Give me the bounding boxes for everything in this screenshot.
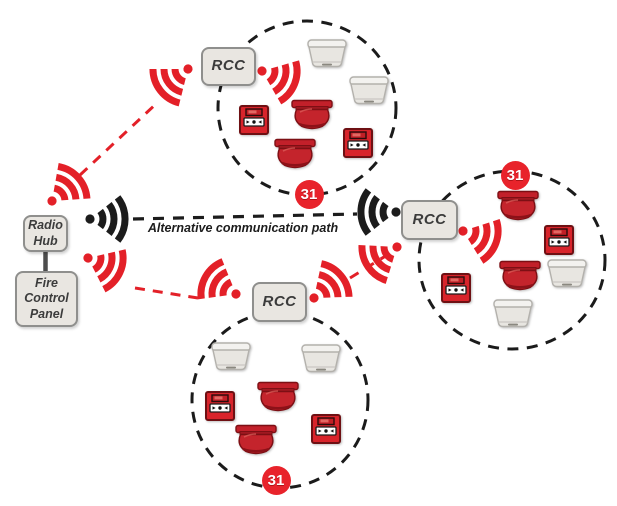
call-point-icon: [311, 414, 341, 444]
wifi-signal-icon: [75, 236, 129, 292]
radio-hub-node: Radio Hub: [23, 215, 68, 252]
rcc-node-top: RCC: [201, 47, 256, 86]
call-point-icon: [544, 225, 574, 255]
zone-badge: 31: [500, 160, 530, 190]
call-point-icon: [343, 128, 373, 158]
wifi-signal-icon: [195, 258, 251, 315]
alternative-path-label: Alternative communication path: [147, 221, 339, 235]
sounder-icon: [498, 260, 542, 291]
rcc-node-bottom: RCC: [252, 282, 307, 322]
wifi-signal-icon: [250, 49, 303, 104]
smoke-detector-icon: [493, 299, 533, 328]
zone-badge: 31: [294, 179, 324, 209]
sounder-icon: [256, 381, 300, 412]
smoke-detector-icon: [349, 76, 389, 105]
sounder-icon: [273, 138, 317, 169]
sounder-icon: [290, 99, 334, 130]
wifi-signals: [34, 49, 503, 317]
call-point-icon: [441, 273, 471, 303]
hub-to-top-rcc-link: [78, 101, 159, 177]
right-cluster-devices: [441, 190, 587, 328]
right-cluster-boundary: [417, 169, 607, 351]
smoke-detector-icon: [211, 342, 251, 371]
sounder-icon: [234, 424, 278, 455]
call-point-icon: [205, 391, 235, 421]
hub-to-bottom-rcc-link: [134, 286, 199, 300]
wifi-signal-icon: [451, 209, 503, 263]
wifi-signal-icon: [147, 49, 205, 107]
wifi-signal-icon: [85, 197, 125, 240]
top-cluster-devices: [239, 39, 389, 169]
cluster-circles: [190, 19, 607, 490]
smoke-detector-icon: [547, 259, 587, 288]
wifi-signal-icon: [361, 190, 401, 233]
zone-badge: 31: [261, 465, 291, 495]
smoke-detector-icon: [301, 344, 341, 373]
smoke-detector-icon: [307, 39, 347, 68]
alt-communication-line: [132, 212, 358, 221]
rcc-node-right: RCC: [401, 200, 458, 240]
bottom-cluster-devices: [205, 342, 341, 455]
fire-control-panel-node: Fire Control Panel: [15, 271, 78, 327]
sounder-icon: [496, 190, 540, 221]
call-point-icon: [239, 105, 269, 135]
